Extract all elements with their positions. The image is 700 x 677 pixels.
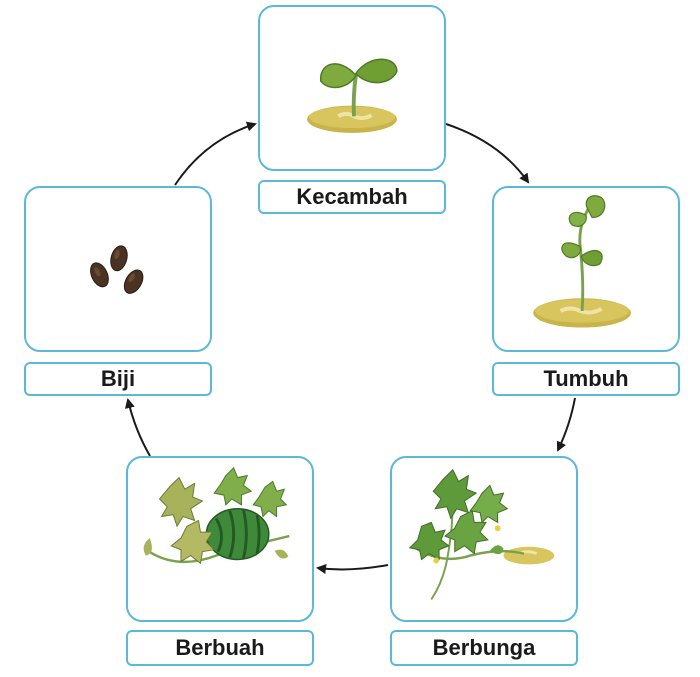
card-tumbuh: [492, 186, 680, 352]
card-berbunga: [390, 456, 578, 622]
arrow-berbuah-to-biji: [124, 398, 151, 457]
stage-label-tumbuh: Tumbuh: [543, 366, 629, 391]
arrow-kecambah-to-tumbuh: [445, 123, 530, 184]
arrow-berbunga-to-berbuah: [316, 564, 389, 574]
flowering-vine-icon: [408, 468, 555, 601]
label-tumbuh: Tumbuh: [492, 362, 680, 396]
seeds-icon: [90, 245, 144, 294]
arrow-tumbuh-to-berbunga: [556, 397, 576, 452]
stage-label-kecambah: Kecambah: [296, 184, 408, 209]
fruiting-watermelon-icon: [143, 466, 290, 565]
label-berbunga: Berbunga: [390, 630, 578, 666]
stage-label-berbunga: Berbunga: [432, 635, 536, 660]
card-berbuah: [126, 456, 314, 622]
label-kecambah: Kecambah: [258, 180, 446, 214]
stage-label-biji: Biji: [100, 366, 136, 391]
label-berbuah: Berbuah: [126, 630, 314, 666]
label-biji: Biji: [24, 362, 212, 396]
card-kecambah: [258, 5, 446, 171]
sprout-icon: [307, 58, 398, 133]
arrow-biji-to-kecambah: [174, 121, 257, 186]
stage-label-berbuah: Berbuah: [175, 635, 265, 660]
card-biji: [24, 186, 212, 352]
young-plant-icon: [533, 195, 631, 328]
